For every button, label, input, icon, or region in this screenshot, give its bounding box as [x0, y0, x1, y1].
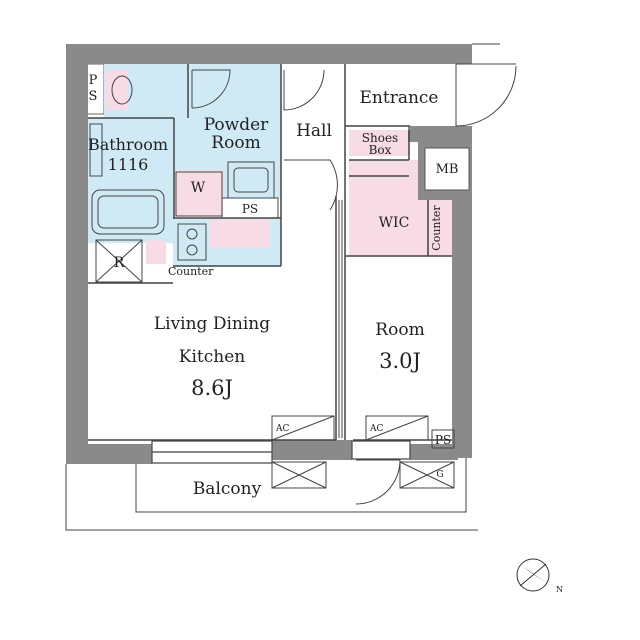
- ac-right-label: AC: [369, 424, 383, 434]
- compass-label: N: [556, 585, 563, 594]
- bathroom-size-label: 1116: [108, 155, 149, 174]
- powder-room-label-2: Room: [211, 133, 260, 153]
- ps-top-label-1: P: [89, 73, 98, 88]
- powder-room-label-1: Powder: [204, 115, 269, 135]
- hall-label: Hall: [296, 121, 332, 141]
- washer-label: W: [191, 180, 206, 196]
- toilet-pink: [106, 70, 128, 110]
- wic-label: WIC: [379, 215, 410, 231]
- ldk-label-2: Kitchen: [179, 347, 245, 367]
- ldk-label-1: Living Dining: [154, 314, 270, 334]
- balcony-label: Balcony: [193, 479, 262, 499]
- gas-label: G: [436, 470, 443, 480]
- shoes-box-label-2: Box: [369, 143, 392, 157]
- ps-top-label-2: S: [89, 89, 98, 104]
- fridge-label: R: [114, 255, 125, 271]
- room-label: Room: [375, 320, 424, 340]
- ldk-size-label: 8.6J: [191, 376, 233, 400]
- shoes-box-zone: [349, 130, 409, 156]
- counter-kitchen-label: Counter: [168, 265, 214, 278]
- counter-vertical-label: Counter: [430, 205, 443, 251]
- mb-box: [424, 147, 470, 191]
- fridge-counter: [146, 240, 166, 264]
- windows: [151, 440, 411, 464]
- ps-bottom-label: PS: [435, 433, 451, 447]
- bathroom-label: Bathroom: [88, 135, 168, 154]
- mb-label: MB: [436, 162, 459, 177]
- room-size-label: 3.0J: [379, 349, 421, 373]
- shoes-box-label-1: Shoes: [362, 131, 398, 145]
- fixtures: [89, 75, 455, 489]
- compass-icon: N: [516, 558, 563, 594]
- balcony-outline: [65, 43, 500, 531]
- kitchen-pink: [210, 220, 270, 248]
- ps-mid-label: PS: [242, 202, 258, 216]
- washer-pink: [173, 170, 223, 216]
- entrance-label: Entrance: [360, 88, 439, 108]
- ac-left-label: AC: [275, 424, 289, 434]
